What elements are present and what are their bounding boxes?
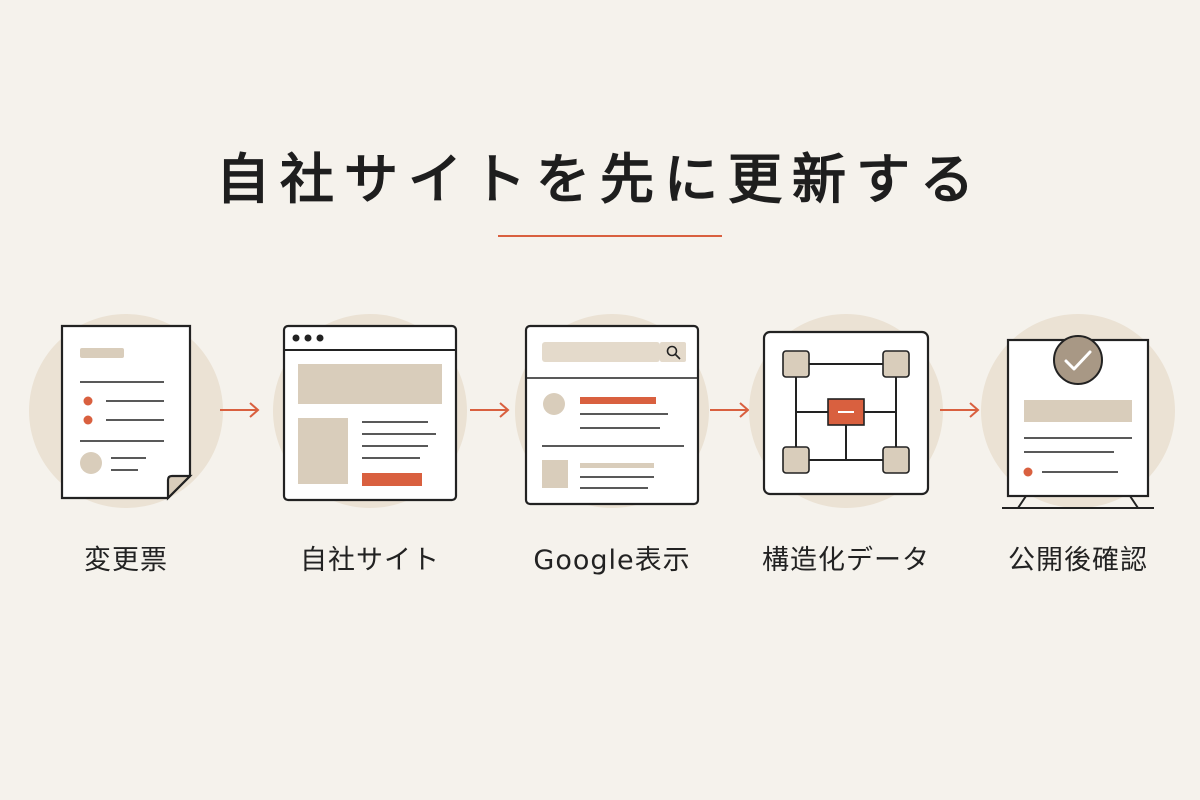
arrow-right-icon bbox=[220, 402, 260, 418]
step-label: 自社サイト bbox=[300, 545, 440, 576]
search-results-icon bbox=[524, 324, 700, 506]
arrow-right-icon bbox=[470, 402, 510, 418]
step-google-display: Google表示 bbox=[502, 300, 722, 600]
verified-monitor-icon bbox=[1002, 335, 1154, 509]
step-label: 変更票 bbox=[84, 545, 168, 576]
step-own-site: 自社サイト bbox=[260, 300, 480, 600]
page-title: 自社サイトを先に更新する bbox=[216, 147, 984, 211]
step-label: 構造化データ bbox=[762, 545, 930, 576]
arrow-right-icon bbox=[710, 402, 750, 418]
structured-data-icon bbox=[762, 330, 930, 496]
step-label: Google表示 bbox=[533, 545, 691, 576]
browser-window-icon bbox=[282, 324, 458, 502]
step-structured-data: 構造化データ bbox=[736, 300, 956, 600]
document-icon bbox=[60, 324, 193, 501]
step-change-ticket: 変更票 bbox=[16, 300, 236, 600]
step-label: 公開後確認 bbox=[1008, 545, 1148, 576]
title-underline bbox=[498, 235, 722, 237]
step-post-publish-check: 公開後確認 bbox=[968, 300, 1188, 600]
arrow-right-icon bbox=[940, 402, 980, 418]
